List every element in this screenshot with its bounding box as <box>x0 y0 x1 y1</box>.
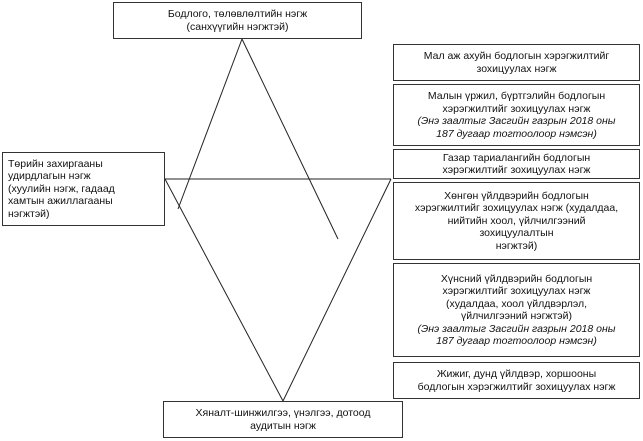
box-text-line: Хяналт-шинжилгээ, үнэлгээ, дотоод <box>195 407 371 419</box>
box-text-line: Хөнгөн үйлдвэрийн бодлогын <box>444 189 589 202</box>
box-text-line: хэрэгжилтийг зохицуулах нэгж (худалдаа, <box>414 202 619 215</box>
box-text-line: нэгжтэй) <box>8 207 50 220</box>
box-text-line: (санхүүгийн нэгжтэй) <box>186 20 289 33</box>
box-text-line: үйлчилгээний нэгжтэй) <box>460 310 572 322</box>
box-text-line: хамтын ажиллагааны <box>8 195 113 208</box>
box-text-line: зохицуулалтын <box>479 227 554 240</box>
box-text-line: зохицуулах нэгж <box>476 62 557 75</box>
box-text-line: Малын үржил, бүртгэлийн бодлогын <box>427 90 606 102</box>
box-text-line: (хуулийн нэгж, гадаад <box>8 182 115 195</box>
box-text-line: нэгжтэй) <box>495 239 538 252</box>
box-text-line: хэрэгжилтийг зохицуулах нэгж <box>442 285 591 297</box>
box-text-line: Хүнсний үйлдвэрийн бодлогын <box>440 272 593 285</box>
box-text-line: нийтийн хоол, үйлчилгээний <box>447 214 586 227</box>
box-text-line: Бодлого, төлөвлөлтийн нэгж <box>167 8 308 20</box>
box-text-line: (худалдаа, хоол үйлдвэрлэл, <box>445 297 588 310</box>
amendment-note-line: 187 дугаар тогтоолоор нэмсэн) <box>436 127 597 140</box>
box-text-line: хэрэгжилтийг зохицуулах нэгж <box>442 102 591 115</box>
amendment-note-line: (Энэ заалтыг Засгийн газрын 2018 оны <box>417 115 616 127</box>
policy-planning-unit-box: Бодлого, төлөвлөлтийн нэгж(санхүүгийн нэ… <box>113 2 362 39</box>
box-text-line: Мал аж ахуйн бодлогын хэрэгжилтийг <box>423 50 610 62</box>
box-text-line: аудитын нэгж <box>250 419 316 432</box>
amendment-note-line: (Энэ заалтыг Засгийн газрын 2018 оны <box>417 322 616 335</box>
box-text-line: Жижиг, дунд үйлдвэр, хоршооны <box>436 368 597 380</box>
box-text-line: Төрийн захиргааны <box>8 157 103 170</box>
box-text-line: бодлогын хэрэгжилтийг зохицуулах нэгж <box>417 380 616 393</box>
box-text-line: хэрэгжилтийг зохицуулах нэгж <box>442 164 591 176</box>
box-text-line: Газар тариалангийн бодлогын <box>442 151 591 164</box>
amendment-note-line: 187 дугаар тогтоолоор нэмсэн) <box>436 335 597 347</box>
box-text-line: удирдлагын нэгж <box>8 170 91 183</box>
